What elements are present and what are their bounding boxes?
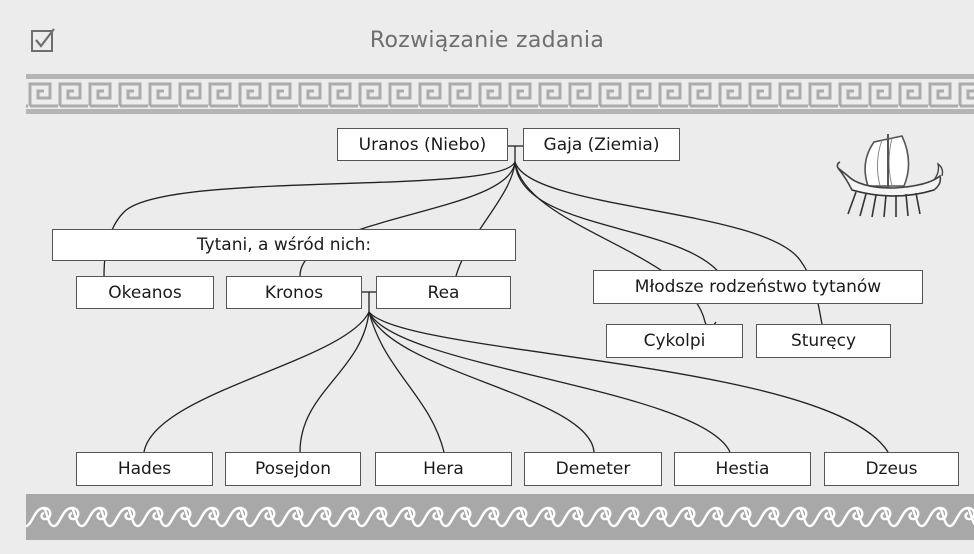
node-posejdon: Posejdon: [225, 452, 361, 486]
node-kronos: Kronos: [226, 276, 362, 309]
node-cykolpi: Cykolpi: [606, 324, 743, 358]
node-demeter: Demeter: [524, 452, 662, 486]
node-sturecy: Sturęcy: [756, 324, 891, 358]
node-uranos: Uranos (Niebo): [337, 128, 508, 161]
greek-key-border: [26, 74, 974, 114]
ancient-galley-icon: [836, 134, 944, 218]
checked-box-icon: [31, 28, 55, 52]
node-hades: Hades: [76, 452, 213, 486]
node-gaja: Gaja (Ziemia): [523, 128, 680, 161]
node-dzeus: Dzeus: [824, 452, 959, 486]
node-hera: Hera: [375, 452, 512, 486]
page-title: Rozwiązanie zadania: [369, 28, 605, 53]
titans-label: Tytani, a wśród nich:: [52, 229, 516, 261]
younger-siblings-label: Młodsze rodzeństwo tytanów: [593, 270, 923, 304]
wave-border: [26, 494, 974, 540]
node-hestia: Hestia: [674, 452, 811, 486]
node-rea: Rea: [376, 276, 511, 309]
node-okeanos: Okeanos: [76, 276, 214, 309]
